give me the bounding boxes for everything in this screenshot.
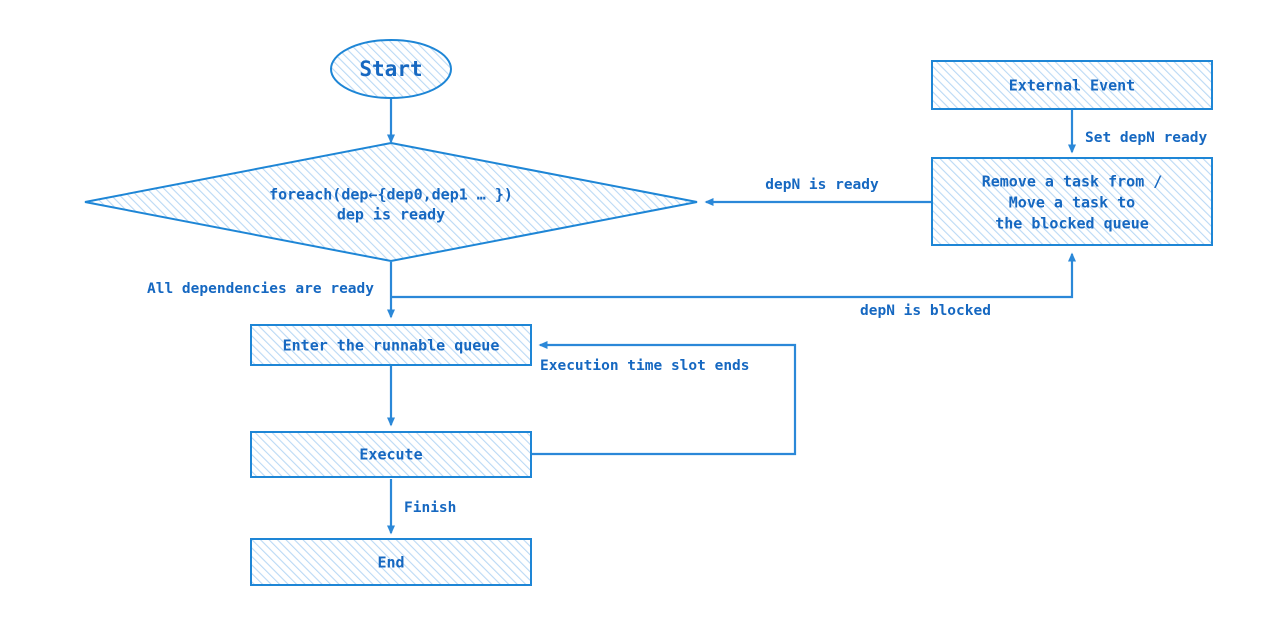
node-blocked-queue[interactable]: Remove a task from / Move a task to the … <box>931 157 1213 246</box>
node-external-event[interactable]: External Event <box>931 60 1213 110</box>
edge-label-all-dependencies-ready: All dependencies are ready <box>147 281 374 297</box>
blocked-queue-label-line2: Move a task to <box>1009 194 1135 212</box>
node-execute[interactable]: Execute <box>250 431 532 478</box>
node-end[interactable]: End <box>250 538 532 586</box>
edge-execute-to-end: Finish <box>387 479 456 535</box>
blocked-queue-label-line3: the blocked queue <box>995 215 1149 233</box>
start-ellipse-shape <box>330 39 452 99</box>
external-event-rect-shape <box>931 60 1213 110</box>
node-start[interactable]: Start <box>330 39 452 99</box>
edge-decision-to-runnable: All dependencies are ready <box>147 262 395 319</box>
blocked-queue-label-line1: Remove a task from / <box>982 173 1163 191</box>
start-label: Start <box>359 57 422 81</box>
edge-label-depn-is-ready: depN is ready <box>765 177 879 193</box>
external-event-label: External Event <box>1009 77 1135 95</box>
blocked-queue-rect-shape <box>931 157 1213 246</box>
edge-label-finish: Finish <box>404 500 456 516</box>
edge-label-set-depn-ready: Set depN ready <box>1085 130 1207 146</box>
decision-label-line1: foreach(dep←{dep0,dep1 … }) <box>269 186 513 204</box>
edge-blocked-to-decision: depN is ready <box>704 177 932 206</box>
edge-decision-to-blocked: depN is blocked <box>391 252 1076 319</box>
end-label: End <box>377 554 404 572</box>
edge-label-execution-time-slot-ends: Execution time slot ends <box>540 358 750 374</box>
edge-label-depn-is-blocked: depN is blocked <box>860 303 991 319</box>
edge-execute-to-runnable: Execution time slot ends <box>531 341 797 456</box>
node-runnable-queue[interactable]: Enter the runnable queue <box>250 324 532 366</box>
decision-diamond-shape <box>84 141 698 263</box>
end-rect-shape <box>250 538 532 586</box>
execute-rect-shape <box>250 431 532 478</box>
runnable-queue-rect-shape <box>250 324 532 366</box>
node-decision-foreach[interactable]: foreach(dep←{dep0,dep1 … }) dep is ready <box>84 141 698 263</box>
execute-label: Execute <box>359 446 422 464</box>
runnable-queue-label: Enter the runnable queue <box>283 337 500 355</box>
edge-external-to-blocked: Set depN ready <box>1068 110 1207 154</box>
decision-label-line2: dep is ready <box>337 206 445 224</box>
